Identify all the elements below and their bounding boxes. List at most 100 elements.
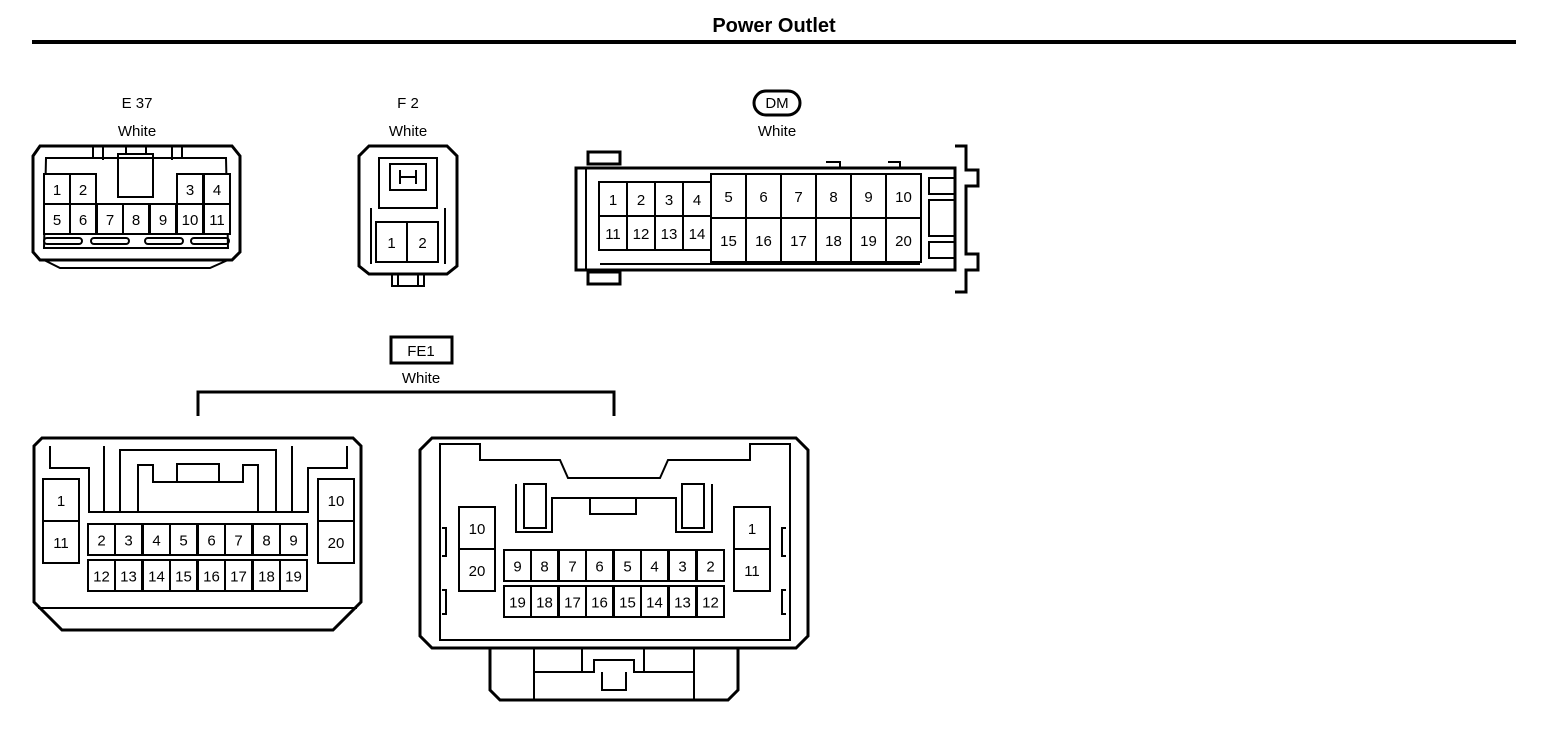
connector-fe1-right-pin-label: 5 xyxy=(623,559,631,576)
connector-f2-pin-cell xyxy=(406,221,439,263)
connector-dm-pin-label: 12 xyxy=(633,226,650,243)
connector-fe1-right-pin-label: 17 xyxy=(564,595,581,612)
connector-fe1-left-pin-label: 20 xyxy=(328,535,345,552)
connector-f2-housing xyxy=(357,144,459,287)
connector-dm-pin-cell xyxy=(598,181,628,217)
connector-fe1-left-pin-cell xyxy=(169,523,198,556)
connector-fe1-left-pin-label: 14 xyxy=(148,569,165,586)
connector-fe1-left-pin-label: 1 xyxy=(57,493,65,510)
connector-f2-code: F 2 xyxy=(397,95,419,112)
connector-fe1-left-pin-label: 5 xyxy=(179,533,187,550)
connector-fe1-right-pin-cell xyxy=(696,549,725,582)
connector-dm-pin-label: 16 xyxy=(755,233,772,250)
connector-e37-pin-label: 9 xyxy=(159,212,167,229)
connector-dm-pin-cell xyxy=(850,217,887,263)
connector-fe1-right-pin-cell xyxy=(733,548,771,592)
connector-fe1-left-pin-cell xyxy=(317,520,355,564)
connector-e37-pin-cell xyxy=(43,173,71,205)
connector-dm-pin-cell xyxy=(745,173,782,219)
connector-fe1-right-pin-cell xyxy=(503,549,532,582)
connector-fe1-left-pin-cell xyxy=(317,478,355,522)
connector-fe1-left-pin-label: 19 xyxy=(285,569,302,586)
connector-e37-pin-label: 1 xyxy=(53,182,61,199)
connector-dm-pin-cell xyxy=(815,173,852,219)
connector-f2-pin-label: 2 xyxy=(418,235,426,252)
connector-dm-pin-label: 17 xyxy=(790,233,807,250)
connector-e37-pin-label: 7 xyxy=(106,212,114,229)
connector-fe1-right-pin-label: 2 xyxy=(706,559,714,576)
connector-dm-pin-label: 9 xyxy=(864,189,872,206)
connector-dm-pin-cell xyxy=(885,217,922,263)
connector-fe1-right-pin-label: 13 xyxy=(674,595,691,612)
connector-fe1-right-pin-label: 4 xyxy=(650,559,658,576)
connector-dm-code: DM xyxy=(765,95,788,112)
connector-dm-pin-cell xyxy=(682,181,712,217)
connector-e37-pin-label: 2 xyxy=(79,182,87,199)
connector-fe1-right-pin-label: 7 xyxy=(568,559,576,576)
connector-dm-pin-label: 19 xyxy=(860,233,877,250)
connector-e37-pin-label: 6 xyxy=(79,212,87,229)
connector-fe1-right-pin-label: 10 xyxy=(469,521,486,538)
connector-dm-pin-cell xyxy=(745,217,782,263)
connector-fe1-right-pin-cell xyxy=(668,549,697,582)
connector-dm-pin-cell xyxy=(710,217,747,263)
connector-fe1-right-pin-label: 6 xyxy=(595,559,603,576)
connector-fe1-left-pin-label: 7 xyxy=(234,533,242,550)
connector-fe1-left-pin-cell xyxy=(42,520,80,564)
connector-fe1-left-pin-label: 16 xyxy=(203,569,220,586)
connector-dm-pin-label: 2 xyxy=(637,192,645,209)
connector-fe1-left-pin-label: 13 xyxy=(120,569,137,586)
connector-fe1-right-pin-label: 11 xyxy=(744,563,760,580)
connector-fe1-right-pin-label: 1 xyxy=(748,521,756,538)
connector-fe1-right-pin-label: 16 xyxy=(591,595,608,612)
connector-fe1-left-pin-label: 17 xyxy=(230,569,247,586)
connector-fe1-left-pin-label: 6 xyxy=(207,533,215,550)
connector-dm-pin-label: 8 xyxy=(829,189,837,206)
connector-fe1-left-pin-label: 12 xyxy=(93,569,110,586)
connector-e37-housing xyxy=(31,144,242,269)
page-title: Power Outlet xyxy=(712,15,836,37)
connector-e37-code: E 37 xyxy=(122,95,153,112)
connector-fe1-right-pin-label: 8 xyxy=(540,559,548,576)
connector-e37-color: White xyxy=(118,123,156,140)
connector-fe1-left-pin-cell xyxy=(114,523,143,556)
connector-fe1-right-pin-label: 18 xyxy=(536,595,553,612)
connector-fe1-right-pin-cell xyxy=(585,549,614,582)
connector-f2-pin-label: 1 xyxy=(387,235,395,252)
connector-fe1-left-pin-cell xyxy=(279,559,308,592)
connector-fe1-left-pin-cell xyxy=(279,523,308,556)
connector-dm-pin-cell xyxy=(780,217,817,263)
connector-fe1-right-pin-label: 15 xyxy=(619,595,636,612)
connector-dm-pin-label: 11 xyxy=(605,226,621,243)
connector-fe1-left-pin-cell xyxy=(224,559,253,592)
connector-e37-pin-cell xyxy=(43,203,71,235)
connector-fe1-left-pin-label: 2 xyxy=(97,533,105,550)
connector-fe1-left-pin-label: 15 xyxy=(175,569,192,586)
connector-dm-pin-label: 1 xyxy=(609,192,617,209)
connector-e37-pin-label: 10 xyxy=(182,212,199,229)
connector-fe1-code-box xyxy=(389,335,454,365)
connector-fe1-right-pin-cell xyxy=(530,585,559,618)
connector-dm-pin-label: 15 xyxy=(720,233,737,250)
connector-dm-pin-label: 7 xyxy=(794,189,802,206)
connector-fe1-right-pin-cell xyxy=(458,548,496,592)
connector-e37-pin-cell xyxy=(203,203,231,235)
connector-dm-housing xyxy=(574,144,980,294)
connector-fe1-bracket xyxy=(196,390,616,416)
connector-fe1-left-pin-label: 3 xyxy=(124,533,132,550)
connector-fe1-right-pin-label: 12 xyxy=(702,595,719,612)
connector-dm-pin-cell xyxy=(815,217,852,263)
connector-dm-pin-label: 5 xyxy=(724,189,732,206)
connector-e37-pin-cell xyxy=(69,173,97,205)
connector-fe1-left-pin-label: 11 xyxy=(53,535,69,552)
connector-fe1-right-pin-cell xyxy=(696,585,725,618)
connector-fe1-left-pin-label: 9 xyxy=(289,533,297,550)
